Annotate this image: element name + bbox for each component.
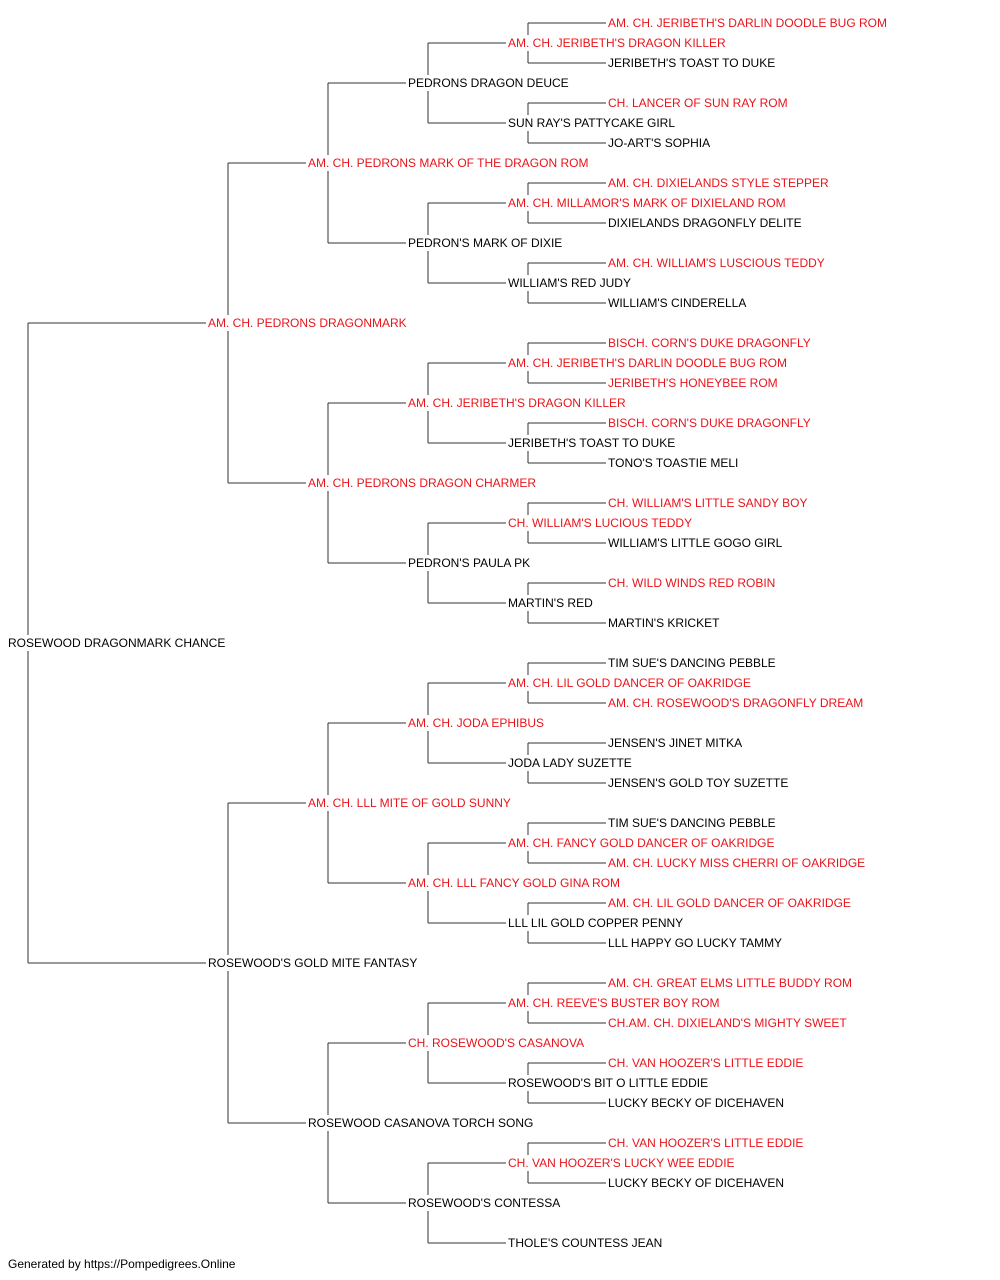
ancestor-name-gen4: CH. WILLIAM'S LUCIOUS TEDDY <box>508 516 692 530</box>
ancestor-name-gen4: AM. CH. REEVE'S BUSTER BOY ROM <box>508 996 719 1010</box>
ancestor-name-gen5: JENSEN'S GOLD TOY SUZETTE <box>608 776 788 790</box>
ancestor-name-gen5: JO-ART'S SOPHIA <box>608 136 710 150</box>
ancestor-name-gen5: AM. CH. ROSEWOOD'S DRAGONFLY DREAM <box>608 696 863 710</box>
ancestor-name-gen5: WILLIAM'S CINDERELLA <box>608 296 746 310</box>
ancestor-name-gen3: AM. CH. JODA EPHIBUS <box>408 716 544 730</box>
pedigree-names: ROSEWOOD DRAGONMARK CHANCE AM. CH. PEDRON… <box>8 16 887 1250</box>
ancestor-name-gen4: CH. VAN HOOZER'S LUCKY WEE EDDIE <box>508 1156 735 1170</box>
ancestor-name-gen3: PEDRON'S MARK OF DIXIE <box>408 236 562 250</box>
ancestor-name-gen5: LUCKY BECKY OF DICEHAVEN <box>608 1096 784 1110</box>
ancestor-name-gen3: CH. ROSEWOOD'S CASANOVA <box>408 1036 584 1050</box>
ancestor-name-gen5: CH. WILLIAM'S LITTLE SANDY BOY <box>608 496 807 510</box>
ancestor-name-gen5: AM. CH. WILLIAM'S LUSCIOUS TEDDY <box>608 256 825 270</box>
ancestor-name-gen4: ROSEWOOD'S BIT O LITTLE EDDIE <box>508 1076 708 1090</box>
ancestor-name-gen5: JERIBETH'S HONEYBEE ROM <box>608 376 778 390</box>
ancestor-name-gen4: AM. CH. LIL GOLD DANCER OF OAKRIDGE <box>508 676 751 690</box>
subject-name: ROSEWOOD DRAGONMARK CHANCE <box>8 636 225 650</box>
ancestor-name-gen5: AM. CH. GREAT ELMS LITTLE BUDDY ROM <box>608 976 852 990</box>
ancestor-name-gen5: AM. CH. JERIBETH'S DARLIN DOODLE BUG ROM <box>608 16 887 30</box>
ancestor-name-gen5: BISCH. CORN'S DUKE DRAGONFLY <box>608 416 811 430</box>
ancestor-name-gen4: SUN RAY'S PATTYCAKE GIRL <box>508 116 675 130</box>
ancestor-name-gen5: AM. CH. LUCKY MISS CHERRI OF OAKRIDGE <box>608 856 865 870</box>
ancestor-name-gen1: AM. CH. PEDRONS DRAGONMARK <box>208 316 407 330</box>
ancestor-name-gen5: WILLIAM'S LITTLE GOGO GIRL <box>608 536 783 550</box>
ancestor-name-gen1: ROSEWOOD'S GOLD MITE FANTASY <box>208 956 417 970</box>
ancestor-name-gen4: JODA LADY SUZETTE <box>508 756 632 770</box>
ancestor-name-gen3: AM. CH. JERIBETH'S DRAGON KILLER <box>408 396 626 410</box>
ancestor-name-gen2: AM. CH. PEDRONS MARK OF THE DRAGON ROM <box>308 156 588 170</box>
ancestor-name-gen4: WILLIAM'S RED JUDY <box>508 276 631 290</box>
ancestor-name-gen5: CH. VAN HOOZER'S LITTLE EDDIE <box>608 1056 803 1070</box>
ancestor-name-gen2: AM. CH. PEDRONS DRAGON CHARMER <box>308 476 536 490</box>
ancestor-name-gen5: TIM SUE'S DANCING PEBBLE <box>608 816 776 830</box>
ancestor-name-gen4: AM. CH. FANCY GOLD DANCER OF OAKRIDGE <box>508 836 774 850</box>
ancestor-name-gen5: JERIBETH'S TOAST TO DUKE <box>608 56 775 70</box>
ancestor-name-gen5: JENSEN'S JINET MITKA <box>608 736 742 750</box>
ancestor-name-gen4: JERIBETH'S TOAST TO DUKE <box>508 436 675 450</box>
ancestor-name-gen5: LUCKY BECKY OF DICEHAVEN <box>608 1176 784 1190</box>
ancestor-name-gen3: PEDRON'S PAULA PK <box>408 556 530 570</box>
ancestor-name-gen3: ROSEWOOD'S CONTESSA <box>408 1196 560 1210</box>
ancestor-name-gen5: TIM SUE'S DANCING PEBBLE <box>608 656 776 670</box>
ancestor-name-gen5: CH.AM. CH. DIXIELAND'S MIGHTY SWEET <box>608 1016 847 1030</box>
pedigree-connectors <box>27 22 606 1244</box>
ancestor-name-gen5: TONO'S TOASTIE MELI <box>608 456 738 470</box>
ancestor-name-gen5: AM. CH. LIL GOLD DANCER OF OAKRIDGE <box>608 896 851 910</box>
ancestor-name-gen4: AM. CH. JERIBETH'S DARLIN DOODLE BUG ROM <box>508 356 787 370</box>
ancestor-name-gen4: AM. CH. JERIBETH'S DRAGON KILLER <box>508 36 726 50</box>
footer-credit: Generated by https://Pompedigrees.Online <box>8 1257 236 1271</box>
ancestor-name-gen4: AM. CH. MILLAMOR'S MARK OF DIXIELAND ROM <box>508 196 786 210</box>
ancestor-name-gen4: LLL LIL GOLD COPPER PENNY <box>508 916 683 930</box>
ancestor-name-gen2: AM. CH. LLL MITE OF GOLD SUNNY <box>308 796 511 810</box>
ancestor-name-gen5: CH. WILD WINDS RED ROBIN <box>608 576 775 590</box>
ancestor-name-gen5: AM. CH. DIXIELANDS STYLE STEPPER <box>608 176 829 190</box>
ancestor-name-gen2: ROSEWOOD CASANOVA TORCH SONG <box>308 1116 533 1130</box>
ancestor-name-gen5: CH. VAN HOOZER'S LITTLE EDDIE <box>608 1136 803 1150</box>
ancestor-name-gen3: AM. CH. LLL FANCY GOLD GINA ROM <box>408 876 620 890</box>
ancestor-name-gen5: LLL HAPPY GO LUCKY TAMMY <box>608 936 782 950</box>
ancestor-name-gen4: THOLE'S COUNTESS JEAN <box>508 1236 662 1250</box>
ancestor-name-gen3: PEDRONS DRAGON DEUCE <box>408 76 569 90</box>
ancestor-name-gen5: MARTIN'S KRICKET <box>608 616 720 630</box>
ancestor-name-gen4: MARTIN'S RED <box>508 596 593 610</box>
ancestor-name-gen5: BISCH. CORN'S DUKE DRAGONFLY <box>608 336 811 350</box>
ancestor-name-gen5: CH. LANCER OF SUN RAY ROM <box>608 96 788 110</box>
ancestor-name-gen5: DIXIELANDS DRAGONFLY DELITE <box>608 216 802 230</box>
